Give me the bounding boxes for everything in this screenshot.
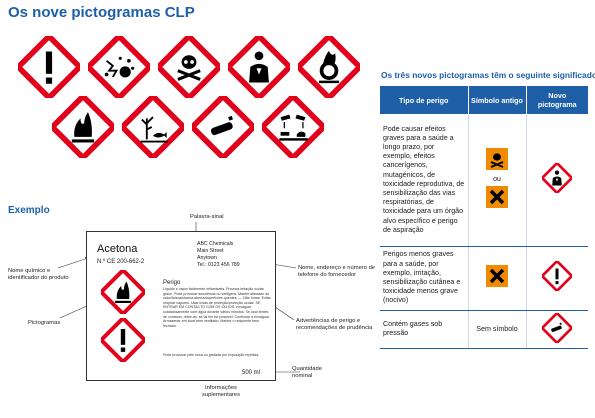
col-header-old-symbol: Símbolo antigo [468,86,527,114]
old-symbol-cell: ou [468,114,527,247]
hazard-description: Contém gases sob pressão [380,310,469,349]
col-header-hazard-type: Tipo de perigo [380,86,469,114]
old-harmful-icon [486,186,508,209]
table-heading: Os três novos pictogramas têm o seguinte… [381,70,595,80]
label-signal-word: Perigo [163,280,181,286]
label-chemical-name: Acetona [97,243,138,255]
explosive-pictogram [88,36,150,98]
label-exclamation-pictogram [101,318,145,362]
supplier-line: Main Street [197,248,224,254]
annotation-supplementary: Informações suplementares [201,385,241,398]
table-row: Contém gases sob pressão Sem símbolo [380,310,588,349]
gas-cylinder-icon [540,310,575,345]
table-row: Pode causar efeitos graves para a saúde … [380,114,588,247]
annotation-chemical-name: Nome químico e identificador do produto [8,268,69,281]
old-toxic-icon [486,147,508,170]
new-pictogram-cell [526,114,588,247]
annotation-supplier: Nome, endereço e número de telefone do f… [298,265,376,278]
supplier-line: ABC Chemicals [197,241,234,247]
annotation-pictograms: Pictogramas [28,320,61,326]
annotation-signal-word: Palavra-sinal [190,214,224,220]
example-label: Acetona N.º CE 200-662-2 ABC Chemicals M… [86,231,276,381]
hazard-description: Pode causar efeitos graves para a saúde … [380,114,469,247]
old-symbol-none: Sem símbolo [468,310,527,349]
skull-crossbones-pictogram [158,36,220,98]
example-title: Exemplo [8,205,50,216]
label-quantity: 500 ml [242,370,261,376]
supplier-line: Tel.: 0123 456 789 [197,262,240,268]
health-hazard-icon [540,161,575,195]
annotation-nominal-qty: Quantidade nominal [292,366,322,379]
label-ce-number: N.º CE 200-662-2 [97,259,145,265]
table-row: Perigos menos graves para a saúde, por e… [380,246,588,311]
gas-cylinder-pictogram [192,96,254,158]
supplier-line: Anytown [197,255,217,261]
or-text: ou [493,176,501,184]
label-supplier: ABC Chemicals Main Street Anytown Tel.: … [197,241,240,269]
exclamation-pictogram [18,36,80,98]
pictogram-table: Tipo de perigo Símbolo antigo Novo picto… [380,86,588,349]
label-flame-pictogram [101,270,145,314]
page-title: Os nove pictogramas CLP [8,4,195,21]
flame-pictogram [52,96,114,158]
oxidizer-pictogram [298,36,360,98]
label-hazard-text: Líquido e vapor facilmente inflamáveis. … [163,287,271,328]
hazard-description: Perigos menos graves para a saúde, por e… [380,246,469,311]
corrosive-pictogram [262,96,324,158]
health-hazard-pictogram [228,36,290,98]
exclamation-icon [540,259,575,294]
environment-pictogram [122,96,184,158]
col-header-new-pictogram: Novo pictograma [526,86,588,114]
old-symbol-cell [468,246,527,311]
old-irritant-icon [486,265,508,288]
new-pictogram-cell [526,310,588,349]
new-pictogram-cell [526,246,588,311]
label-extra-text: Pode provocar pele seca ou gretada por e… [163,353,260,357]
annotation-warnings: Advertências de perigo e recomendações d… [296,318,373,331]
